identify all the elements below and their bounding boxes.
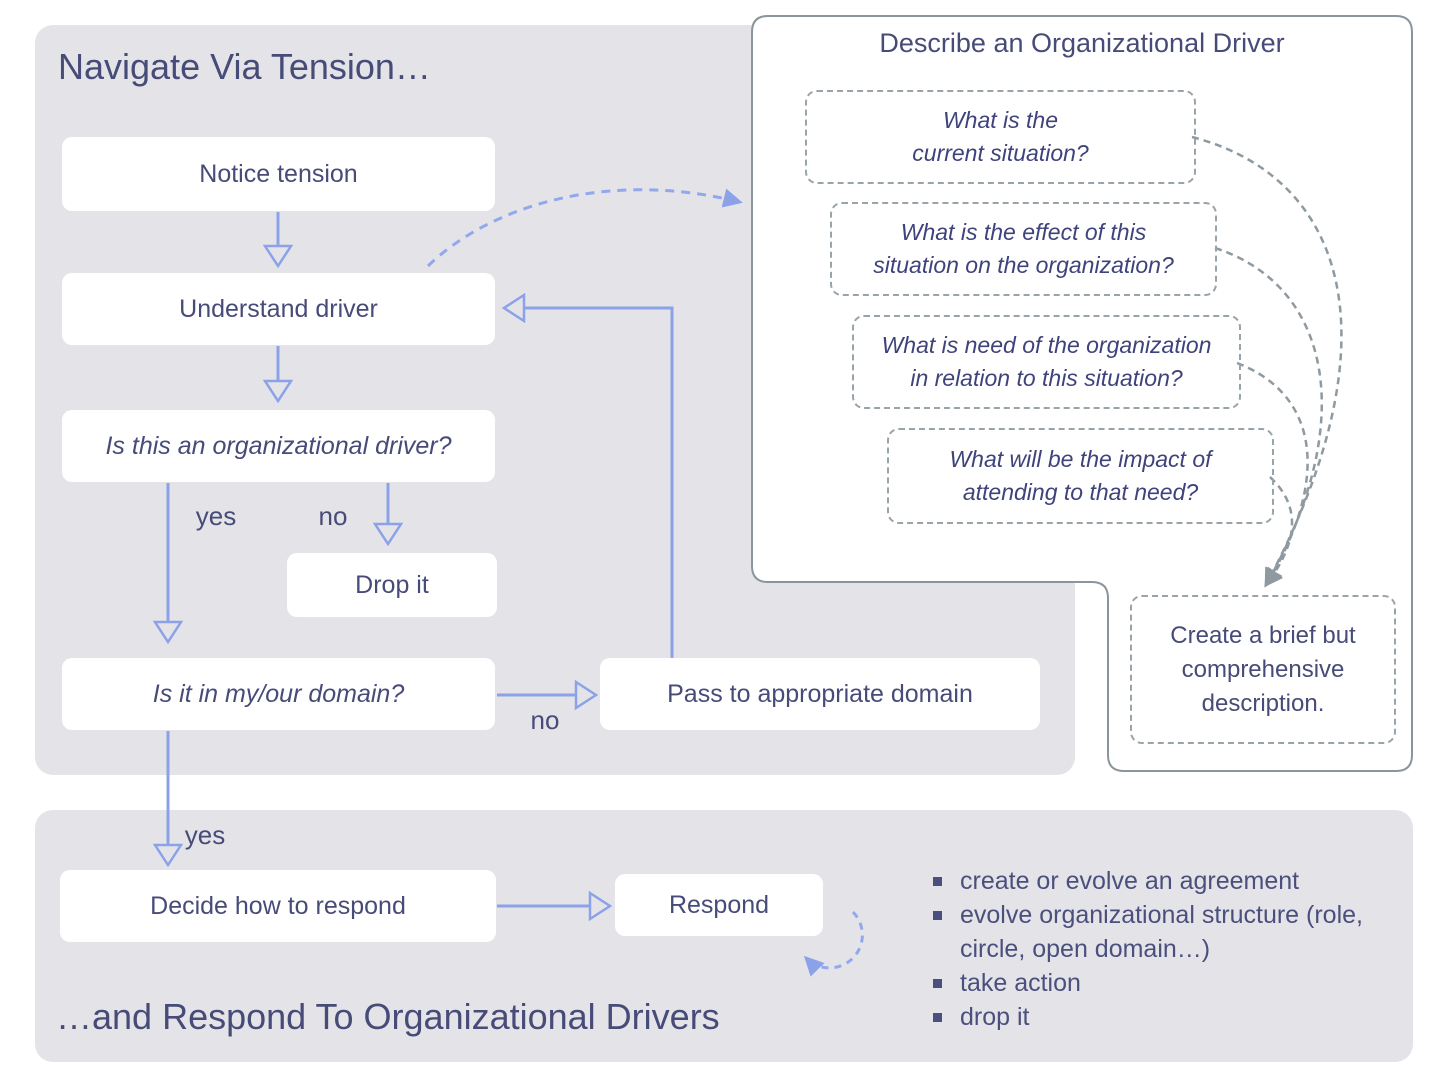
question-impact-of-attending: What will be the impact of attending to … bbox=[887, 428, 1274, 524]
node-respond: Respond bbox=[615, 874, 823, 936]
node-drop-it: Drop it bbox=[287, 553, 497, 617]
respond-options-list: create or evolve an agreement evolve org… bbox=[930, 864, 1410, 1034]
list-item: evolve organizational structure (role, c… bbox=[930, 898, 1410, 966]
node-is-organizational-driver: Is this an organizational driver? bbox=[62, 410, 495, 482]
node-in-my-domain: Is it in my/our domain? bbox=[62, 658, 495, 730]
node-notice-tension: Notice tension bbox=[62, 137, 495, 211]
question-to-note-curves bbox=[1191, 135, 1343, 588]
understand-to-describe-curve bbox=[426, 188, 743, 268]
flow-arrows bbox=[152, 212, 674, 922]
nav-panel-title: Navigate Via Tension… bbox=[58, 46, 431, 87]
label-yes-domain: yes bbox=[184, 820, 226, 850]
node-understand-driver: Understand driver bbox=[62, 273, 495, 345]
label-no-org: no bbox=[318, 501, 348, 531]
respond-self-loop bbox=[803, 910, 864, 977]
list-item: drop it bbox=[930, 1000, 1410, 1034]
describe-panel-title: Describe an Organizational Driver bbox=[879, 28, 1285, 58]
describe-panel-outline bbox=[751, 15, 1413, 772]
create-description-note: Create a brief but comprehensive descrip… bbox=[1130, 595, 1396, 744]
list-item: create or evolve an agreement bbox=[930, 864, 1410, 898]
node-decide-how-to-respond: Decide how to respond bbox=[60, 870, 496, 942]
respond-panel-title: …and Respond To Organizational Drivers bbox=[56, 996, 720, 1037]
label-no-domain: no bbox=[530, 705, 560, 735]
node-pass-to-domain: Pass to appropriate domain bbox=[600, 658, 1040, 730]
label-yes-org: yes bbox=[195, 501, 237, 531]
question-effect-on-organization: What is the effect of this situation on … bbox=[830, 202, 1217, 296]
question-current-situation: What is the current situation? bbox=[805, 90, 1196, 184]
list-item: take action bbox=[930, 966, 1410, 1000]
question-need-of-organization: What is need of the organization in rela… bbox=[852, 315, 1241, 409]
